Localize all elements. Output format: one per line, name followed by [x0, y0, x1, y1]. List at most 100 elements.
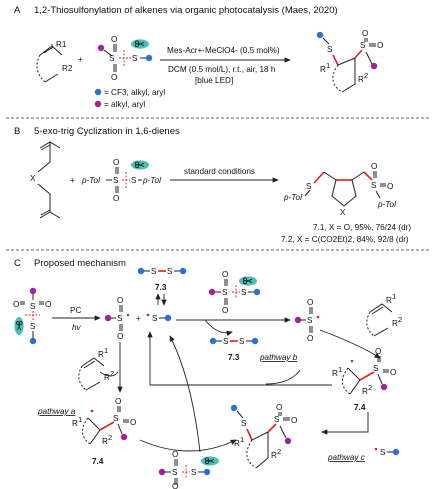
svg-text:2: 2 — [398, 315, 402, 324]
svg-text:O: O — [362, 29, 368, 38]
svg-text:2: 2 — [110, 369, 114, 378]
svg-text:S: S — [373, 364, 379, 373]
svg-text:S: S — [241, 288, 247, 297]
svg-text:2: 2 — [108, 433, 112, 442]
svg-text:S: S — [239, 337, 245, 346]
svg-text:O: O — [291, 416, 297, 425]
r2-label: R2 — [62, 64, 73, 73]
plus-sign-c: + — [136, 314, 141, 323]
svg-text:1: 1 — [78, 415, 82, 424]
return-arrow — [147, 331, 332, 386]
thiyl-radical-bottom: S — [374, 447, 400, 457]
svg-text:O: O — [222, 306, 228, 315]
product-ptol-so2: p-Tol — [377, 200, 396, 209]
purple-dot-legend — [94, 100, 102, 108]
disulfide-mid: S S 7.3 — [209, 337, 259, 362]
svg-text:S: S — [380, 448, 386, 457]
section-c-letter: C — [14, 258, 21, 269]
svg-text:O: O — [111, 35, 117, 44]
svg-text:R: R — [386, 296, 392, 305]
svg-text:R: R — [362, 387, 368, 396]
svg-text:S: S — [109, 54, 115, 63]
svg-text:O: O — [371, 162, 377, 171]
ptol-right-label: p-Tol — [142, 176, 161, 185]
svg-text:O: O — [172, 450, 178, 459]
svg-text:S: S — [113, 414, 119, 423]
compound-74-right: 7.4 — [354, 403, 366, 412]
svg-text:O: O — [45, 300, 51, 309]
section-b-title: 5-exo-trig Cyclization in 1,6-dienes — [34, 126, 180, 137]
svg-text:R: R — [72, 419, 78, 428]
svg-text:S: S — [371, 181, 377, 190]
svg-text:O: O — [377, 41, 383, 50]
svg-text:R: R — [392, 319, 398, 328]
catalyst-text: Mes-Acr+-MeClO4- (0.5 mol%) — [167, 46, 280, 55]
svg-text:O: O — [375, 347, 381, 356]
svg-text:S: S — [151, 267, 157, 276]
pathway-a-label: pathway a — [37, 407, 76, 416]
section-b-letter: B — [14, 126, 20, 137]
diene-x-label: X — [30, 174, 36, 183]
svg-text:O: O — [117, 332, 123, 341]
svg-text:S: S — [222, 288, 228, 297]
product-x-label: X — [340, 208, 346, 217]
pathway-c-label: pathway c — [327, 453, 365, 462]
svg-text:O: O — [113, 194, 119, 203]
svg-text:O: O — [117, 296, 123, 305]
svg-text:O: O — [307, 334, 313, 343]
product-ptol-s: p-Tol — [283, 193, 302, 202]
svg-text:R: R — [320, 65, 326, 74]
svg-text:2: 2 — [368, 383, 372, 392]
section-a-title: 1,2-Thiosulfonylation of alkenes via org… — [34, 5, 338, 16]
svg-text:S: S — [30, 302, 36, 311]
svg-text:R: R — [234, 439, 240, 448]
pathway-c-arrow — [321, 412, 369, 435]
cyclized-product: p-Tol S S O O p-Tol X — [283, 162, 396, 217]
hv-label: hv — [72, 323, 82, 332]
curve-to-73-mid — [204, 319, 233, 337]
reagent-top-mid: S O O S — [208, 270, 261, 315]
r1-label: R1 — [56, 40, 67, 49]
curve-a-to-product — [139, 439, 237, 452]
reagent-bottom: S O O S — [158, 450, 220, 489]
svg-text:1: 1 — [240, 435, 244, 444]
pc-label: PC — [70, 306, 81, 315]
svg-text:R: R — [358, 75, 364, 84]
conditions-text: DCM (0.5 mol/L), r.t., air, 18 h — [168, 65, 276, 74]
alkene-reactant: R1 R2 — [36, 40, 73, 83]
svg-text:S: S — [306, 182, 312, 191]
svg-text:1: 1 — [104, 346, 108, 355]
svg-text:2: 2 — [277, 447, 281, 456]
svg-text:O: O — [222, 270, 228, 279]
svg-text:O: O — [13, 300, 19, 309]
result-7-1: 7.1, X = O, 95%, 76/24 (dr) — [313, 223, 411, 232]
svg-text:S: S — [223, 337, 229, 346]
curve-regenerate — [169, 335, 201, 453]
svg-text:S: S — [167, 267, 173, 276]
svg-text:O: O — [113, 158, 119, 167]
svg-text:O: O — [172, 482, 178, 489]
svg-text:S: S — [191, 468, 197, 477]
plus-sign-b: + — [70, 176, 75, 185]
svg-text:O: O — [390, 368, 396, 377]
svg-text:O: O — [111, 73, 117, 82]
sulfonyl-radical-right: S O O — [294, 298, 320, 343]
sulfonyl-radical-center: S O O — [104, 296, 130, 341]
thiosulfonate-reagent: S O O S — [97, 35, 153, 82]
section-a-letter: A — [14, 5, 21, 16]
compound-73-top: 7.3 — [155, 283, 167, 292]
result-7-2: 7.2, X = C(CO2Et)2, 84%, 92/8 (dr) — [281, 235, 409, 244]
legend-blue-text: = CF3, alkyl, aryl — [104, 88, 165, 97]
legend-purple-text: = alkyl, aryl — [104, 100, 145, 109]
ptol-left-label: p-Tol — [81, 176, 100, 185]
pathway-b-label: pathway b — [259, 353, 298, 362]
svg-text:S: S — [241, 419, 247, 428]
ptol-thiosulfonate: p-Tol S O O S p-Tol — [81, 158, 161, 203]
svg-text:R: R — [98, 350, 104, 359]
